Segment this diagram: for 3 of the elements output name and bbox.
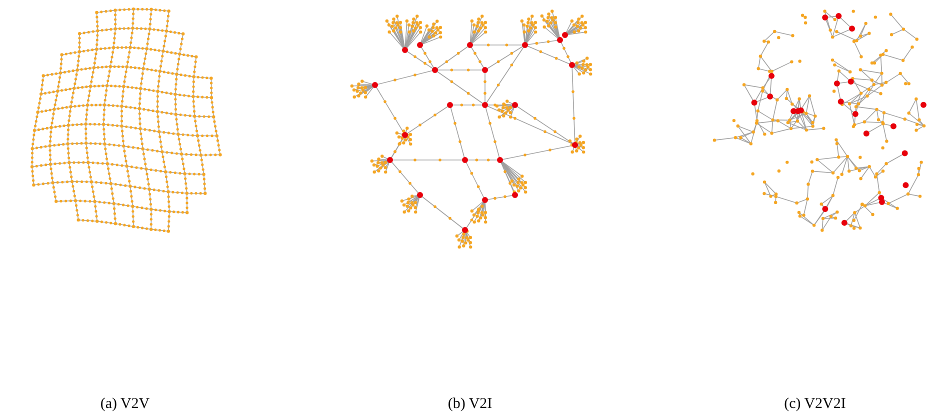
figure-caption: (c) V2V2I [784, 396, 846, 413]
figure-caption: (a) V2V [100, 396, 150, 413]
figure-caption: (b) V2I [448, 396, 492, 413]
